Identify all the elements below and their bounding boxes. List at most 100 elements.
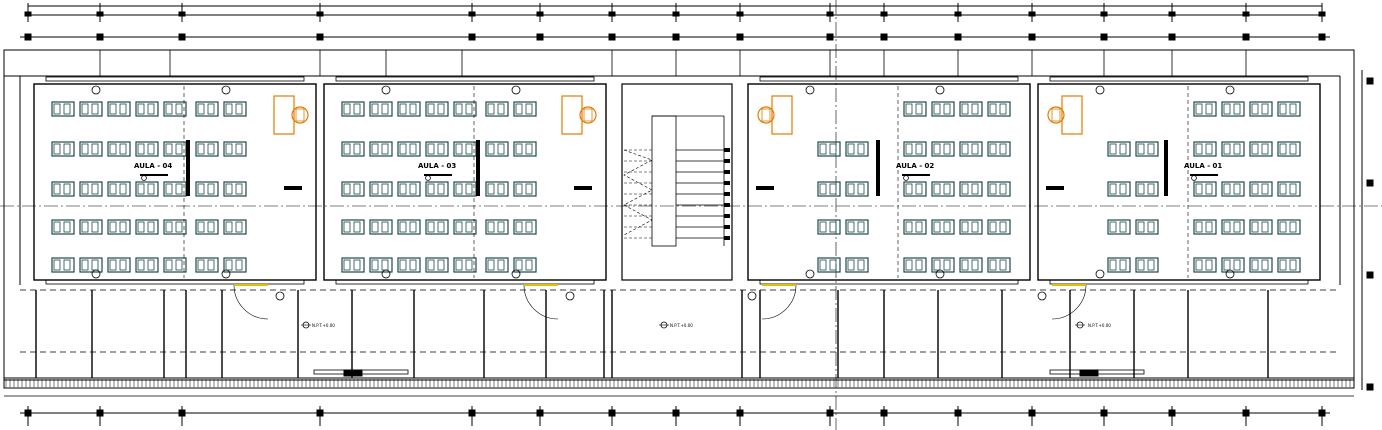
desk-top <box>485 181 509 197</box>
chair <box>165 183 173 195</box>
desk-top <box>903 219 927 235</box>
desk-top <box>1221 219 1245 235</box>
desk-top <box>903 257 927 273</box>
student-desk <box>1193 219 1217 235</box>
chair <box>999 103 1007 115</box>
chair <box>235 143 243 155</box>
section-mark <box>381 85 391 95</box>
desk-top <box>1221 181 1245 197</box>
desk-top <box>369 219 393 235</box>
chair <box>857 183 865 195</box>
desk-top <box>195 181 219 197</box>
teacher-chair-seat <box>583 108 593 122</box>
chair <box>91 103 99 115</box>
chair <box>63 221 71 233</box>
chair <box>525 103 533 115</box>
chair <box>847 259 855 271</box>
dimension-marker <box>96 11 104 17</box>
student-desk <box>79 219 103 235</box>
desk-top <box>485 101 509 117</box>
desk-top <box>195 219 219 235</box>
dimension-marker <box>826 33 834 41</box>
chair <box>497 183 505 195</box>
chair <box>971 183 979 195</box>
chair <box>943 143 951 155</box>
chair <box>525 183 533 195</box>
teacher-chair <box>757 106 775 124</box>
chair <box>137 143 145 155</box>
student-desk <box>817 219 841 235</box>
chair <box>137 259 145 271</box>
student-desk <box>1107 257 1131 273</box>
desk-top <box>513 181 537 197</box>
desk-top <box>959 181 983 197</box>
desk-top <box>987 181 1011 197</box>
desk-top <box>1221 101 1245 117</box>
chair <box>225 221 233 233</box>
student-desk <box>987 219 1011 235</box>
door-tag <box>1037 291 1047 301</box>
chair <box>1147 221 1155 233</box>
student-desk <box>1107 181 1131 197</box>
student-desk <box>79 101 103 117</box>
chair <box>165 221 173 233</box>
door-tag <box>565 291 575 301</box>
chair <box>1109 221 1117 233</box>
student-desk <box>107 219 131 235</box>
chair <box>343 183 351 195</box>
chair <box>381 221 389 233</box>
chair <box>455 221 463 233</box>
dimension-marker <box>736 11 744 17</box>
dimension-marker <box>672 33 680 41</box>
chair <box>1261 221 1269 233</box>
level-marker <box>1191 175 1197 181</box>
student-desk <box>135 219 159 235</box>
chair <box>1223 183 1231 195</box>
dimension-marker <box>536 33 544 41</box>
desk-top <box>1249 257 1273 273</box>
chair <box>1147 143 1155 155</box>
teacher-chair <box>579 106 597 124</box>
desk-top <box>1193 101 1217 117</box>
student-desk <box>1277 181 1301 197</box>
dimension-marker <box>1100 33 1108 41</box>
desk-top <box>453 101 477 117</box>
dimension-marker <box>1168 33 1176 41</box>
desk-top <box>425 257 449 273</box>
student-desk <box>987 257 1011 273</box>
student-desk <box>485 181 509 197</box>
student-desk <box>485 257 509 273</box>
desk-top <box>513 101 537 117</box>
chair <box>81 259 89 271</box>
desk-top <box>369 257 393 273</box>
student-desk <box>1249 257 1273 273</box>
student-desk <box>1277 141 1301 157</box>
chair <box>497 259 505 271</box>
desk-top <box>485 257 509 273</box>
dimension-marker <box>468 33 476 41</box>
student-desk <box>903 257 927 273</box>
staircase <box>621 83 733 281</box>
desk-top <box>163 101 187 117</box>
teacher-desk <box>561 95 583 135</box>
student-desk <box>1249 101 1273 117</box>
desk-top <box>903 181 927 197</box>
section-mark <box>511 269 521 279</box>
desk-top <box>959 101 983 117</box>
shelf <box>284 186 302 190</box>
chair <box>847 143 855 155</box>
dimension-marker <box>96 33 104 41</box>
student-desk <box>397 101 421 117</box>
chair <box>933 221 941 233</box>
chair <box>1251 143 1259 155</box>
chair <box>1279 183 1287 195</box>
desk-top <box>163 257 187 273</box>
chair <box>225 259 233 271</box>
desk-top <box>1277 181 1301 197</box>
desk-top <box>51 101 75 117</box>
desk-top <box>369 141 393 157</box>
student-desk <box>1277 219 1301 235</box>
chair <box>371 103 379 115</box>
chair <box>829 259 837 271</box>
student-desk <box>845 181 869 197</box>
